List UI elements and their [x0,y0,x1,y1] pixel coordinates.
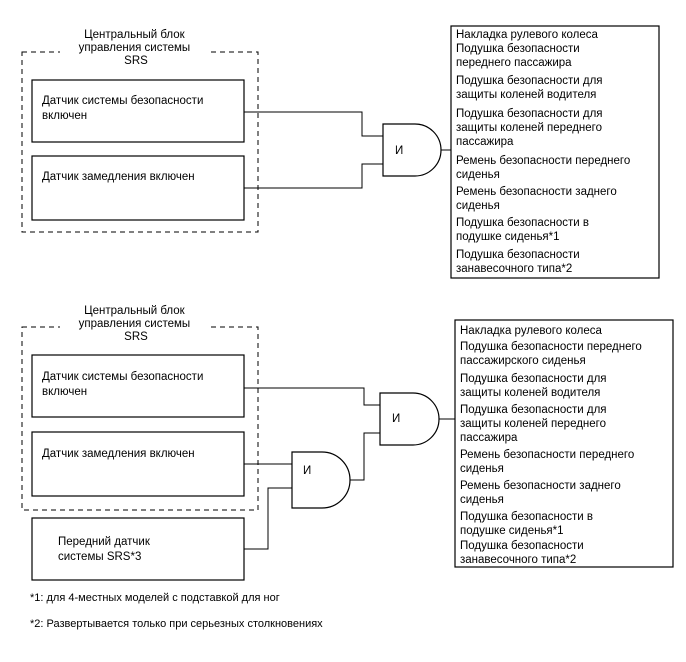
and-gate-inner [291,451,351,509]
wire-safety-to-and [244,111,383,137]
and-gate-outer [379,392,440,446]
outputs-box-2 [454,319,674,568]
decel-sensor-box-2 [31,431,245,497]
ecu-title: Центральный блок управления системы SRS [79,29,194,67]
safety-sensor-label: Датчик системы безопасности включен [42,95,207,122]
diagram-2: Центральный блок управления системы SRS … [21,302,674,581]
footnote-1: *1: для 4-местных моделей с подставкой д… [30,592,280,604]
decel-sensor-label-2: Датчик замедления включен [42,448,195,460]
and-gate-label: И [395,145,403,157]
ecu-title-bg [60,28,208,78]
safety-sensor-box-2 [31,354,245,418]
diagram-1: Центральный блок управления системы SRS … [21,25,660,279]
wire-inner-to-outer-and [350,432,380,481]
front-sensor-label: Передний датчик системы SRS*3 [58,536,153,563]
outputs-box [450,25,660,279]
wire-decel-to-and [244,163,383,189]
decel-sensor-box [31,155,245,221]
front-sensor-box [31,517,245,581]
wire-front-to-inner-and [244,487,292,550]
outputs-list-2: Накладка рулевого колеса Подушка безопас… [460,325,645,566]
footnote-2: *2: Развертывается только при серьезных … [30,618,323,630]
decel-sensor-label: Датчик замедления включен [42,171,195,183]
ecu-title-2: Центральный блок управления системы SRS [79,305,194,343]
safety-sensor-box [31,79,245,143]
outputs-list: Накладка рулевого колеса Подушка безопас… [456,29,633,275]
safety-sensor-label-2: Датчик системы безопасности включен [42,371,207,398]
and-gate [382,123,442,177]
ecu-title-bg-2 [60,302,208,352]
and-gate-outer-label: И [392,413,400,425]
wire-safety-to-outer-and [244,387,380,406]
and-gate-inner-label: И [303,465,311,477]
footnotes: *1: для 4-местных моделей с подставкой д… [30,592,323,630]
